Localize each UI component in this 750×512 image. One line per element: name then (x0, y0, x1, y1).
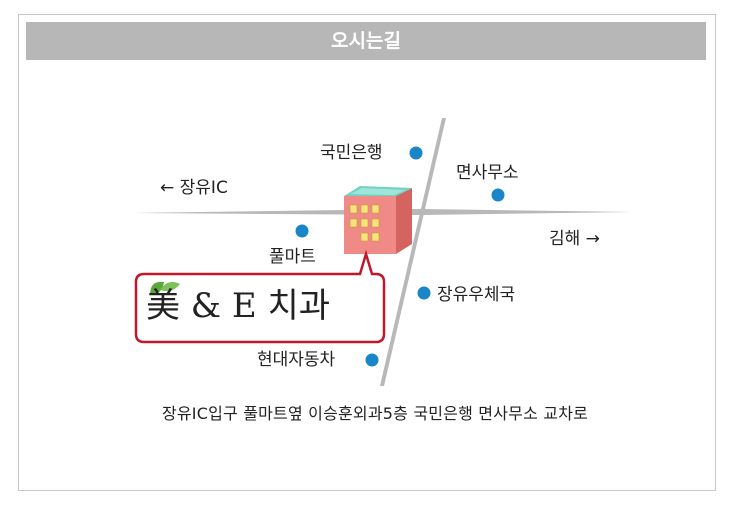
hyundai-marker (365, 353, 379, 367)
clinic-name: 美 & E 치과 (146, 286, 331, 326)
page-title: 오시는길 (26, 22, 706, 60)
clinic-callout-border (134, 249, 386, 344)
post-marker (417, 286, 431, 300)
clinic-building-icon (344, 186, 412, 254)
location-caption: 장유IC입구 풀마트옆 이승훈외과5층 국민은행 면사무소 교차로 (161, 404, 589, 423)
pulmart-marker (295, 224, 309, 238)
direction-jangyu-ic: ← 장유IC (160, 178, 228, 198)
direction-gimhae: 김해 → (549, 229, 600, 249)
label-myeonsa: 면사무소 (456, 163, 519, 183)
label-pulmart: 풀마트 (269, 247, 316, 267)
kookmin-marker (409, 146, 423, 160)
label-hyundai: 현대자동차 (257, 350, 336, 370)
label-kookmin-bank: 국민은행 (320, 143, 383, 163)
label-post-office: 장유우체국 (437, 285, 516, 305)
diagonal-road (380, 118, 446, 386)
leaf-icon (150, 281, 180, 295)
myeonsa-marker (491, 188, 505, 202)
